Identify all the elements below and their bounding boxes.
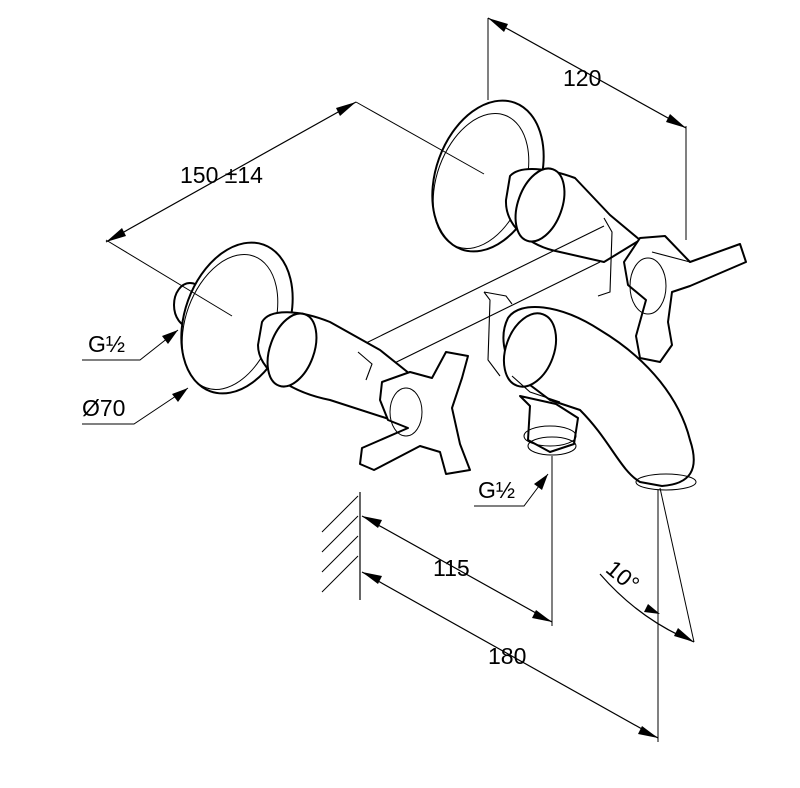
dimension-spout-projection	[361, 490, 659, 742]
label-inlet-thread: G½	[88, 331, 125, 357]
dimension-outlet-projection	[361, 456, 553, 626]
front-valve-body	[257, 311, 416, 421]
label-spout-angle: 10°	[601, 555, 644, 597]
leader-rosette-diameter	[82, 387, 189, 425]
front-cross-handle	[359, 351, 471, 475]
label-outlet-projection: 115	[433, 555, 470, 581]
wall-hatch	[321, 492, 361, 600]
label-wall-depth: 120	[563, 65, 601, 91]
label-outlet-thread: G½	[478, 477, 515, 503]
dimension-centers	[105, 101, 485, 317]
label-rosette-diameter: Ø70	[82, 395, 125, 421]
label-spout-projection: 180	[488, 643, 526, 669]
mixer-body	[483, 291, 697, 491]
rear-valve-body	[504, 167, 641, 297]
rear-cross-handle	[623, 235, 747, 363]
dimension-wall-depth	[487, 17, 687, 240]
dimension-spout-angle	[599, 487, 695, 643]
connecting-bar	[359, 225, 605, 377]
outlet-connector	[519, 395, 579, 456]
leader-inlet-thread	[82, 329, 179, 361]
leader-outlet-thread	[474, 473, 549, 507]
label-centers-distance: 150 ±14	[180, 162, 263, 188]
spout-outlet	[635, 473, 697, 491]
